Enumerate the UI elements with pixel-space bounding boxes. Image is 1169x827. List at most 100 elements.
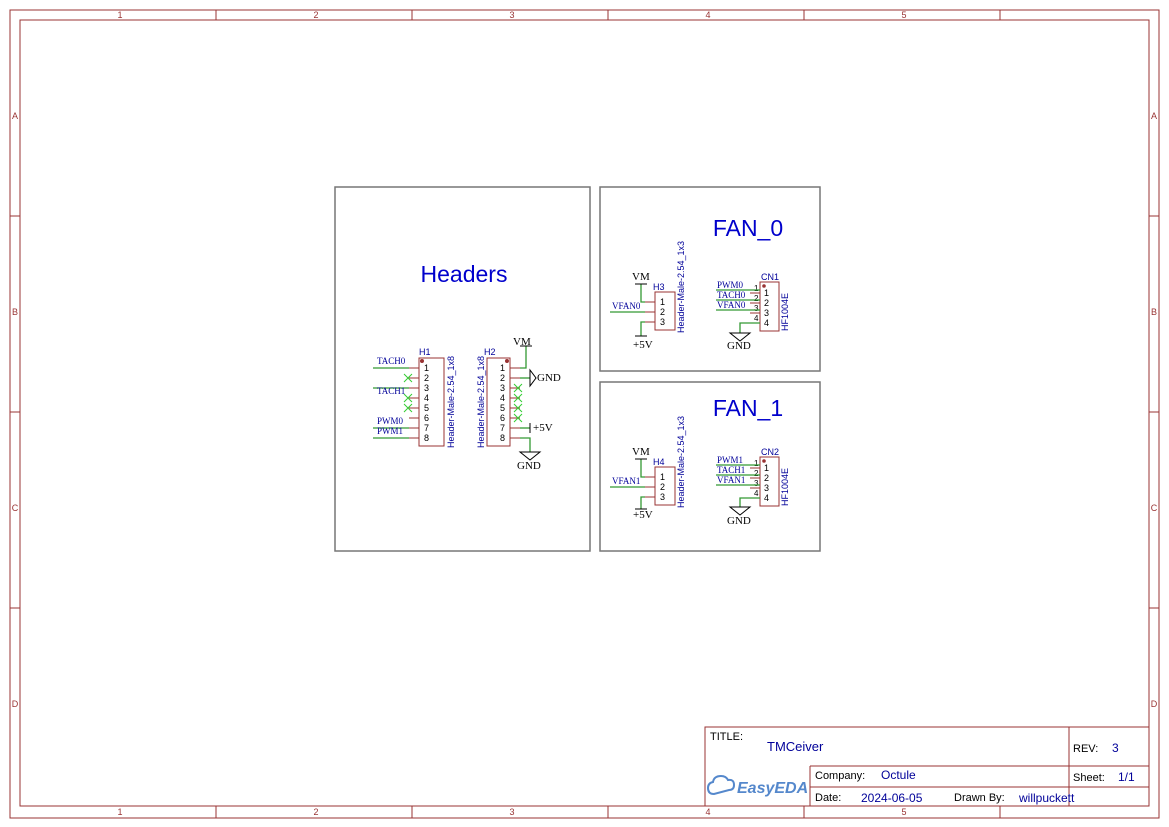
cn1-pin-number: 4 xyxy=(764,318,769,328)
frame-column-label: 3 xyxy=(509,807,514,817)
frame-row-label: A xyxy=(1151,111,1157,121)
net-label: VFAN0 xyxy=(717,300,746,310)
component-cn2[interactable]: CN2 HF1004E 1 2 3 4 1 2 3 4 xyxy=(750,447,790,507)
easyeda-logo: EasyEDA xyxy=(706,774,808,797)
h2-pin-number: 8 xyxy=(500,433,505,443)
cn2-outer-pin-number: 3 xyxy=(754,479,759,488)
power-label-gnd: GND xyxy=(727,515,751,527)
h3-pin-number: 1 xyxy=(660,297,665,307)
company-label: Company: xyxy=(815,770,865,782)
net-label: VFAN1 xyxy=(717,475,745,485)
h2-designator: H2 xyxy=(484,347,496,357)
power-symbols xyxy=(635,458,647,510)
rev-label: REV: xyxy=(1073,743,1098,755)
h2-pin-number: 1 xyxy=(500,363,505,373)
cn2-value: HF1004E xyxy=(780,468,790,506)
net-label: TACH1 xyxy=(717,465,745,475)
net-label: PWM0 xyxy=(717,280,744,290)
component-h4[interactable]: H4 Header-Male-2.54_1x3 1 2 3 xyxy=(645,416,686,508)
h4-pin-number: 3 xyxy=(660,492,665,502)
frame-row-label: B xyxy=(1151,307,1157,317)
h1-pin-number: 2 xyxy=(424,373,429,383)
cn1-designator: CN1 xyxy=(761,272,779,282)
cn1-outer-pin-number: 2 xyxy=(754,294,759,303)
power-symbols xyxy=(635,283,647,337)
power-label-gnd: GND xyxy=(727,340,751,352)
ground-symbol xyxy=(728,506,752,516)
net-label: TACH0 xyxy=(377,356,406,366)
drawn-by-label: Drawn By: xyxy=(954,792,1005,804)
h2-pin-number: 6 xyxy=(500,413,505,423)
frame-column-label: 1 xyxy=(117,10,122,20)
cn1-outer-pin-number: 4 xyxy=(754,314,759,323)
fan0-block: FAN_0 H3 Header-Male-2.54_1x3 1 2 3 xyxy=(599,186,821,372)
net-label: PWM0 xyxy=(377,416,404,426)
h4-pin-number: 2 xyxy=(660,482,665,492)
h1-pin-number: 6 xyxy=(424,413,429,423)
component-h1[interactable]: H1 Header-Male-2.54_1x8 1 2 3 4 5 6 7 8 xyxy=(409,347,456,448)
power-label-vm: VM xyxy=(513,336,531,348)
cn2-outer-pin-number: 1 xyxy=(754,459,759,468)
h2-wires xyxy=(520,346,531,452)
h1-pin-number: 1 xyxy=(424,363,429,373)
date-label: Date: xyxy=(815,792,841,804)
title-block: TITLE: REV: Company: Sheet: Date: Drawn … xyxy=(704,726,1150,807)
net-label: TACH1 xyxy=(377,386,405,396)
cloud-icon xyxy=(706,774,736,796)
ground-symbol xyxy=(728,332,752,342)
power-label-5v: +5V xyxy=(633,509,653,521)
h1-pin-number: 5 xyxy=(424,403,429,413)
h3-wires xyxy=(610,284,645,336)
net-label: PWM1 xyxy=(717,455,743,465)
fan1-block: FAN_1 H4 Header-Male-2.54_1x3 1 2 3 xyxy=(599,381,821,552)
h1-value: Header-Male-2.54_1x8 xyxy=(446,356,456,448)
h2-pin-number: 5 xyxy=(500,403,505,413)
frame-column-label: 3 xyxy=(509,10,514,20)
date-value: 2024-06-05 xyxy=(861,791,923,805)
h4-pin-number: 1 xyxy=(660,472,665,482)
cn2-outer-pin-number: 4 xyxy=(754,489,759,498)
net-label: PWM1 xyxy=(377,426,403,436)
h1-pin-number: 4 xyxy=(424,393,429,403)
cn1-pin-number: 2 xyxy=(764,298,769,308)
component-h2[interactable]: H2 Header-Male-2.54_1x8 1 2 3 4 5 6 7 8 xyxy=(476,347,520,448)
title-value: TMCeiver xyxy=(767,739,824,754)
h1-pin-number: 7 xyxy=(424,423,429,433)
power-label-gnd: GND xyxy=(537,372,561,384)
frame-column-label: 4 xyxy=(705,807,710,817)
headers-block-border xyxy=(334,186,591,552)
cn1-outer-pin-number: 1 xyxy=(754,284,759,293)
h1-wires xyxy=(373,367,409,439)
h3-value: Header-Male-2.54_1x3 xyxy=(676,241,686,333)
h4-designator: H4 xyxy=(653,457,665,467)
h2-pin-number: 3 xyxy=(500,383,505,393)
cn2-pin-number: 4 xyxy=(764,493,769,503)
power-label-vm: VM xyxy=(632,446,650,458)
logo-text: EasyEDA xyxy=(737,780,808,797)
h3-pin-number: 3 xyxy=(660,317,665,327)
drawing-frame xyxy=(9,9,1160,819)
cn2-wires xyxy=(716,464,760,507)
net-label: VFAN0 xyxy=(612,301,641,311)
cn2-pin-number: 3 xyxy=(764,483,769,493)
frame-row-label: D xyxy=(12,699,19,709)
power-label-5v: +5V xyxy=(633,339,653,351)
component-h3[interactable]: H3 Header-Male-2.54_1x3 1 2 3 xyxy=(645,241,686,333)
fan1-block-border xyxy=(599,381,821,552)
h3-pin-number: 2 xyxy=(660,307,665,317)
cn2-pin-number: 1 xyxy=(764,463,769,473)
title-label: TITLE: xyxy=(710,731,743,743)
frame-row-label: A xyxy=(12,111,18,121)
frame-row-label: C xyxy=(1151,503,1158,513)
rev-value: 3 xyxy=(1112,741,1119,755)
fan1-block-title: FAN_1 xyxy=(713,395,783,421)
h4-value: Header-Male-2.54_1x3 xyxy=(676,416,686,508)
h4-wires xyxy=(610,459,645,509)
net-label: VFAN1 xyxy=(612,476,640,486)
cn2-designator: CN2 xyxy=(761,447,779,457)
headers-block-title: Headers xyxy=(421,261,508,287)
power-label-vm: VM xyxy=(632,271,650,283)
no-connect-marks xyxy=(403,373,413,413)
component-cn1[interactable]: CN1 HF1004E 1 2 3 4 1 2 3 4 xyxy=(750,272,790,332)
